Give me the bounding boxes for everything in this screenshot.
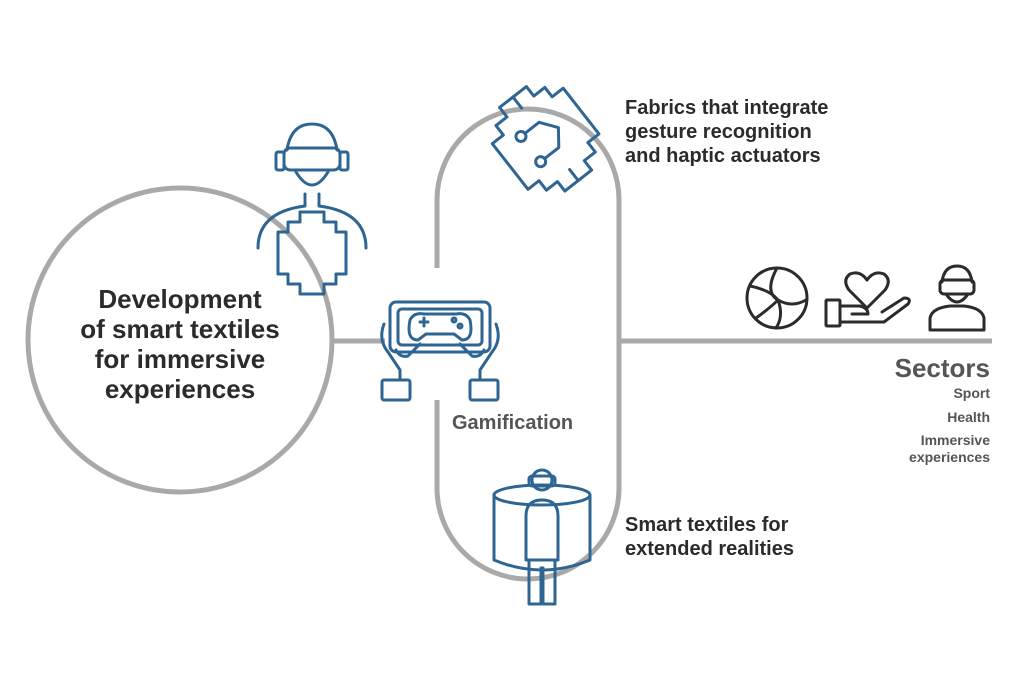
sector-item-sport: Sport	[953, 385, 990, 401]
sectors-title: Sectors	[894, 353, 990, 383]
gamification-label: Gamification	[452, 412, 574, 434]
heart-hand-icon	[824, 271, 911, 328]
vr-headset-person-icon	[256, 122, 368, 296]
branch-top-label: Fabrics that integrate gesture recogniti…	[625, 97, 829, 167]
center-title: Development of smart textiles for immers…	[80, 284, 280, 404]
branch-bottom-label: Smart textiles for extended realities	[625, 514, 794, 560]
sector-item-immersive: Immersive experiences	[909, 432, 990, 465]
sector-item-health: Health	[947, 409, 990, 425]
vr-user-icon	[928, 264, 986, 332]
fabric-circuit-icon	[490, 85, 601, 193]
capsule-loop	[434, 106, 622, 582]
ball-icon	[745, 266, 809, 330]
connector-lines	[25, 106, 992, 582]
game-controller-hands-icon	[380, 300, 500, 402]
vr-person-cylinder-icon	[492, 468, 592, 606]
